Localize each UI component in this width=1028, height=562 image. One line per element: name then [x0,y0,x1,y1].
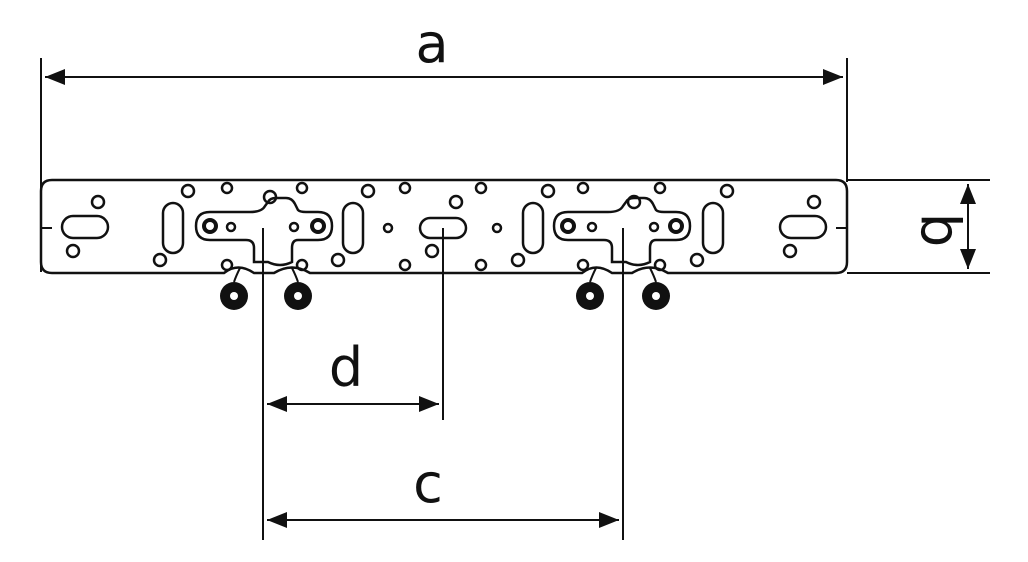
pipe-connections [220,267,670,310]
small-holes [65,181,822,272]
vertical-slot [521,201,545,255]
vertical-slot [161,201,185,255]
bracket-cutout-right [552,196,692,267]
vertical-slot [341,201,365,255]
dimension-d: d [262,228,444,540]
dimension-label-a: a [415,12,448,75]
end-slot-right [778,214,828,240]
dimension-c: c [267,228,624,540]
vertical-slot [701,201,725,255]
end-slot-left [60,214,110,240]
bolt-heads [202,218,684,234]
bracket-cutout-left [194,196,334,267]
dimension-a: a [40,12,848,272]
dimension-label-b: b [908,213,971,247]
dimension-label-d: d [329,336,363,399]
mounting-plate [39,178,849,310]
dimension-label-c: c [413,452,443,515]
dimension-b: b [847,179,990,274]
